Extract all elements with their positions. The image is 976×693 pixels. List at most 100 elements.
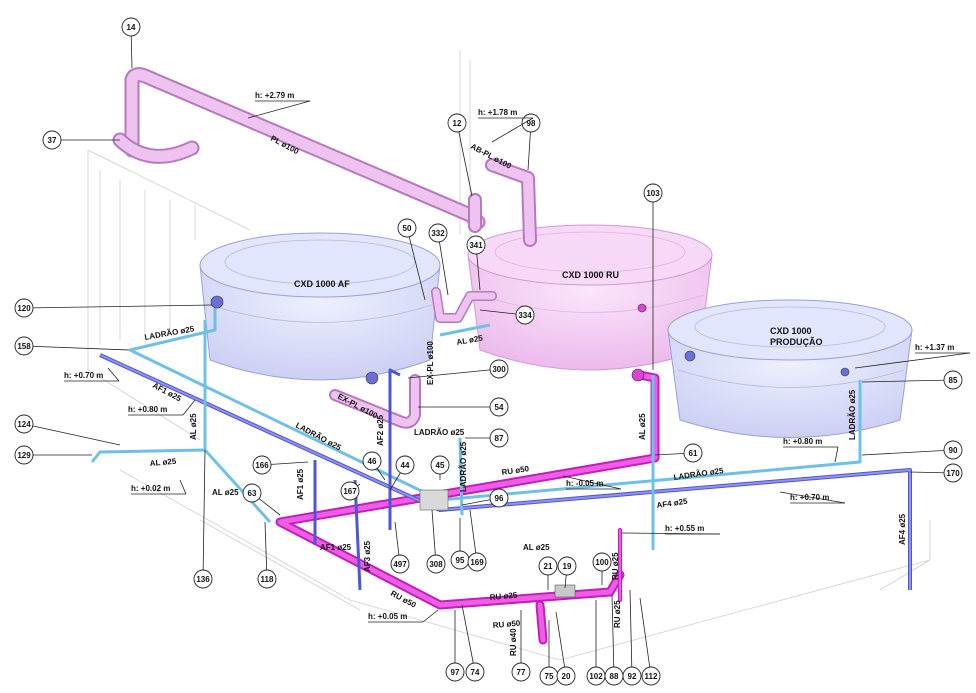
elevation-leader (491, 117, 534, 143)
ref-bubble: 158 (14, 336, 34, 356)
elevation-label: h: +0.70 m (790, 493, 829, 502)
leader-line (629, 589, 633, 677)
ref-bubble: 98 (521, 113, 541, 133)
elevation-label: h: +0.70 m (64, 371, 103, 380)
ref-bubble-label: 46 (368, 457, 377, 466)
elevation-tag: h: +1.78 m (478, 108, 534, 143)
pipe-tag: AL ø25 (149, 457, 177, 468)
elevation-label: h: +0.02 m (131, 484, 170, 493)
ref-bubble-circle (557, 556, 577, 576)
ref-bubble-label: 61 (689, 449, 698, 458)
elevation-label: h: +1.37 m (915, 343, 954, 352)
ref-bubble: 21 (538, 556, 558, 576)
ref-bubble: 167 (340, 481, 360, 501)
leader-line (861, 379, 954, 383)
ref-bubble-label: 334 (518, 311, 532, 320)
tank-af-label: CXD 1000 AF (294, 279, 350, 289)
ref-bubble-circle (362, 451, 382, 471)
ref-bubble-circle (252, 455, 272, 475)
ref-bubble-circle (467, 552, 487, 572)
ref-bubble-circle (489, 397, 509, 417)
ref-bubble-circle (592, 552, 612, 572)
elevation-tag: h: +0.80 m (128, 399, 196, 416)
ref-bubble-circle (641, 666, 661, 686)
ref-bubble-label: 167 (343, 487, 357, 496)
ref-bubble-label: 74 (471, 668, 480, 677)
ref-bubble-circle (511, 662, 531, 682)
ref-bubble: 97 (445, 662, 465, 682)
ref-bubble: 37 (42, 130, 62, 150)
tank-ru-label: CXD 1000 RU (562, 270, 619, 280)
fittings (210, 295, 850, 598)
ref-bubble-label: 12 (453, 119, 462, 128)
ref-bubble-circle (489, 359, 509, 379)
ref-bubble-label: 100 (595, 558, 609, 567)
elevation-label: h: +0.55 m (665, 524, 704, 533)
ref-bubble-circle (489, 488, 509, 508)
ref-bubble: 332 (428, 223, 448, 243)
ref-bubble: 87 (489, 428, 509, 448)
ref-bubble: 497 (390, 554, 410, 574)
ref-bubble: 45 (430, 455, 450, 475)
ref-bubble: 169 (467, 552, 487, 572)
ref-bubble: 44 (395, 455, 415, 475)
elevation-tag: h: +0.02 m (131, 479, 187, 495)
ref-bubble-label: 120 (17, 304, 31, 313)
elevation-label: h: +2.79 m (255, 91, 294, 100)
elevation-tag: h: +0.55 m (621, 524, 721, 535)
ref-bubble-circle (445, 662, 465, 682)
leader-line (639, 597, 652, 677)
ref-bubble-label: 19 (563, 562, 572, 571)
ref-bubble: 103 (643, 183, 663, 203)
ref-bubble: 14 (121, 17, 141, 37)
ref-bubble-label: 112 (645, 672, 658, 681)
ref-bubble-label: 44 (401, 461, 410, 470)
ref-bubble-label: 92 (628, 672, 637, 681)
leader-line (611, 594, 615, 677)
ref-bubble-circle (14, 336, 34, 356)
pipe-tag: LADRÃO ø25 (848, 389, 857, 440)
ref-bubble: 88 (604, 666, 624, 686)
tank-producao-label: CXD 1000 (770, 326, 812, 336)
ref-bubble: 20 (556, 666, 576, 686)
pipe-ru (275, 370, 660, 645)
ref-bubble: 54 (489, 397, 509, 417)
tank-af: CXD 1000 AF (199, 232, 441, 381)
tank-producao: CXD 1000 PRODUÇÃO (667, 299, 913, 438)
leader-line (407, 368, 500, 379)
ref-bubble-label: 88 (610, 672, 619, 681)
elevation-leader (107, 367, 120, 382)
leader-line (406, 227, 426, 301)
ref-bubble-circle (257, 569, 277, 589)
ref-bubble: 19 (557, 556, 577, 576)
ref-bubble-circle (340, 481, 360, 501)
ref-bubble-label: 85 (949, 376, 958, 385)
ref-bubble-circle (466, 235, 486, 255)
elevation-tag: h: +0.80 m (783, 437, 839, 463)
ref-bubble: 74 (465, 662, 485, 682)
ref-bubble-label: 300 (492, 365, 506, 374)
ref-bubble: 77 (511, 662, 531, 682)
ref-bubble-circle (447, 113, 467, 133)
ref-bubble-circle (538, 556, 558, 576)
ref-bubble: 46 (362, 451, 382, 471)
elevation-tag: h: +2.79 m (247, 91, 311, 119)
ref-bubble: 118 (257, 569, 277, 589)
ref-bubble: 92 (622, 666, 642, 686)
leader-line (461, 604, 476, 673)
ref-bubble-label: 96 (495, 494, 504, 503)
leader-line (456, 122, 473, 197)
ref-bubble-circle (465, 662, 485, 682)
ref-bubble-circle (430, 455, 450, 475)
ref-bubble-label: 37 (48, 136, 57, 145)
ref-bubble: 63 (242, 483, 262, 503)
elevation-tag: h: +0.70 m (779, 491, 846, 504)
ref-bubble-label: 136 (196, 575, 210, 584)
leader-line (23, 304, 213, 309)
ref-bubble: 170 (943, 463, 963, 483)
ref-bubble-circle (683, 443, 703, 463)
ref-bubble-label: 103 (646, 189, 660, 198)
ref-bubble-label: 90 (949, 446, 958, 455)
leader-line (555, 611, 567, 677)
